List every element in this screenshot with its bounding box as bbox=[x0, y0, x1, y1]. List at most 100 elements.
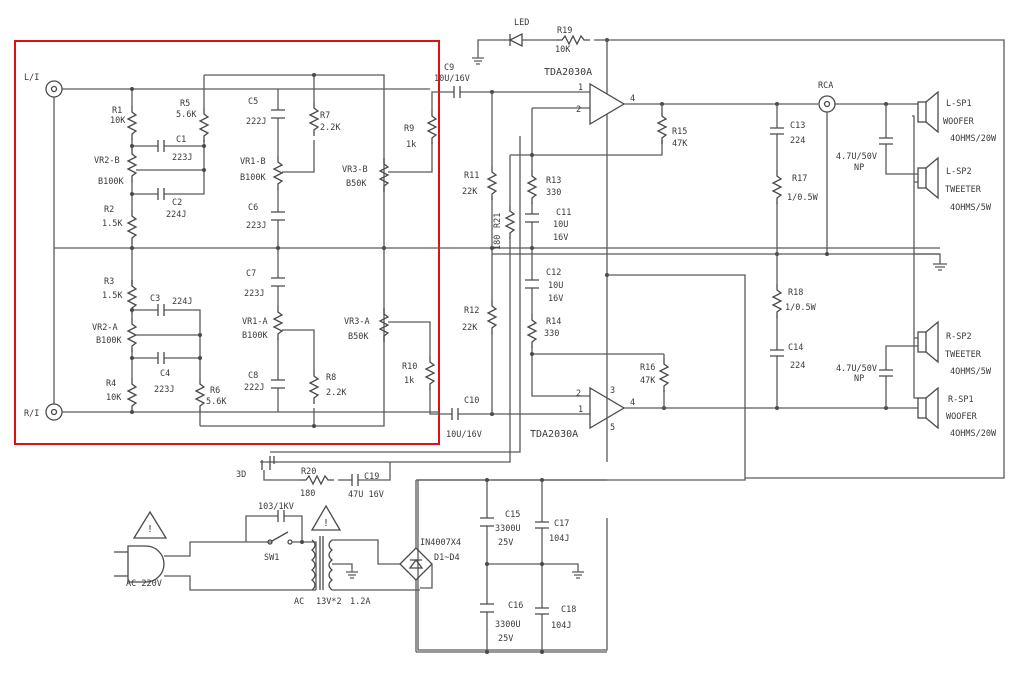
tone-control-highlight bbox=[14, 40, 440, 445]
label: R3 bbox=[104, 277, 114, 287]
wire-top-return bbox=[204, 74, 385, 248]
speaker-l-sp2 bbox=[917, 156, 939, 200]
capacitor-c11 bbox=[525, 213, 539, 223]
label: 223J bbox=[246, 221, 266, 231]
resistor-r4 bbox=[127, 377, 137, 413]
mains-plug bbox=[127, 545, 165, 583]
resistor-r12 bbox=[487, 299, 497, 335]
label: VR3-B bbox=[342, 165, 368, 175]
label: 10K bbox=[110, 116, 126, 126]
label: 13V*2 bbox=[316, 597, 342, 607]
label: 2.2K bbox=[320, 123, 341, 133]
wire bbox=[270, 136, 521, 453]
ground-icon bbox=[933, 263, 947, 271]
wire bbox=[531, 346, 590, 397]
pin: 2 bbox=[576, 389, 581, 399]
wire bbox=[332, 539, 420, 591]
label: 224J bbox=[166, 210, 186, 220]
transformer-secondary bbox=[328, 539, 334, 591]
label: R2 bbox=[104, 205, 114, 215]
wire bbox=[164, 541, 316, 591]
resistor-r17 bbox=[772, 169, 782, 205]
resistor-r1 bbox=[127, 105, 137, 141]
capacitor-c6 bbox=[271, 211, 285, 221]
resistor-r13 bbox=[527, 169, 537, 205]
wire bbox=[263, 470, 300, 481]
labels-amp: C9 10U/16V LED R19 10K TDA2030A TDA2030A… bbox=[434, 18, 688, 440]
label: C15 bbox=[505, 510, 520, 520]
label: R20 bbox=[301, 467, 316, 477]
labels-tone: R1 10K R5 5.6K C1 223J VR2-B B100K C2 22… bbox=[92, 97, 417, 407]
resistor-r7 bbox=[309, 101, 319, 137]
pin: 2 bbox=[576, 105, 581, 115]
label-right-input: R/I bbox=[24, 409, 39, 419]
label: R4 bbox=[106, 379, 116, 389]
wire bbox=[885, 345, 918, 408]
wire bbox=[388, 321, 431, 356]
label: B100K bbox=[240, 173, 266, 183]
input-left-jack bbox=[45, 80, 63, 98]
resistor-r14 bbox=[527, 313, 537, 349]
label: 10U bbox=[553, 220, 568, 230]
label: 25V bbox=[498, 538, 513, 548]
resistor-r18 bbox=[772, 283, 782, 319]
label: R18 bbox=[788, 288, 803, 298]
label: C17 bbox=[554, 519, 569, 529]
label: VR1-A bbox=[242, 317, 268, 327]
speaker-l-sp1 bbox=[917, 90, 939, 134]
label: C4 bbox=[160, 369, 170, 379]
resistor-r15 bbox=[657, 109, 667, 145]
label: C8 bbox=[248, 371, 258, 381]
label: C11 bbox=[556, 208, 571, 218]
label: NP bbox=[854, 163, 864, 173]
resistor-r2 bbox=[127, 209, 137, 245]
capacitor-c1 bbox=[157, 140, 165, 152]
label: NP bbox=[854, 374, 864, 384]
label: 4.7U/50V bbox=[836, 364, 877, 374]
label: 47K bbox=[640, 376, 656, 386]
label: 1k bbox=[406, 140, 416, 150]
transformer-core bbox=[319, 536, 324, 590]
wire bbox=[510, 140, 663, 156]
label: 222J bbox=[244, 383, 264, 393]
label: C1 bbox=[176, 135, 186, 145]
label-ic-bottom: TDA2030A bbox=[530, 429, 578, 440]
label: 223J bbox=[172, 153, 192, 163]
wire bbox=[260, 237, 511, 463]
warning-icon bbox=[132, 510, 168, 539]
wire bbox=[487, 563, 579, 572]
label: R8 bbox=[326, 373, 336, 383]
label: L-SP1 bbox=[946, 99, 972, 109]
resistor-r6 bbox=[195, 377, 205, 413]
label: R6 bbox=[210, 386, 220, 396]
label: R9 bbox=[404, 124, 414, 134]
label: D1~D4 bbox=[434, 553, 460, 563]
label: 47U 16V bbox=[348, 490, 384, 500]
speaker-r-sp2 bbox=[917, 320, 939, 364]
label: B50K bbox=[348, 332, 369, 342]
label: C16 bbox=[508, 601, 523, 611]
label: L-SP2 bbox=[946, 167, 972, 177]
input-right-jack bbox=[45, 403, 63, 421]
label: 4OHMS/20W bbox=[950, 134, 997, 144]
label: C6 bbox=[248, 203, 258, 213]
label: C18 bbox=[561, 605, 576, 615]
resistor-r10 bbox=[425, 355, 435, 391]
label: 1.5K bbox=[102, 291, 123, 301]
label: AC 220V bbox=[126, 579, 162, 589]
label: 104J bbox=[551, 621, 571, 631]
resistor-r21 bbox=[505, 204, 515, 240]
pin: 3 bbox=[610, 386, 615, 396]
pot-vr2-b bbox=[127, 147, 137, 183]
label: VR2-B bbox=[94, 156, 120, 166]
label: C19 bbox=[364, 472, 379, 482]
label: 3300U bbox=[495, 620, 521, 630]
label: 1/0.5W bbox=[787, 193, 819, 203]
label: R13 bbox=[546, 176, 561, 186]
label: 25V bbox=[498, 634, 513, 644]
label: RCA bbox=[818, 81, 833, 91]
label: AC bbox=[294, 597, 304, 607]
warning-icon bbox=[310, 504, 342, 531]
pin: 5 bbox=[610, 423, 615, 433]
